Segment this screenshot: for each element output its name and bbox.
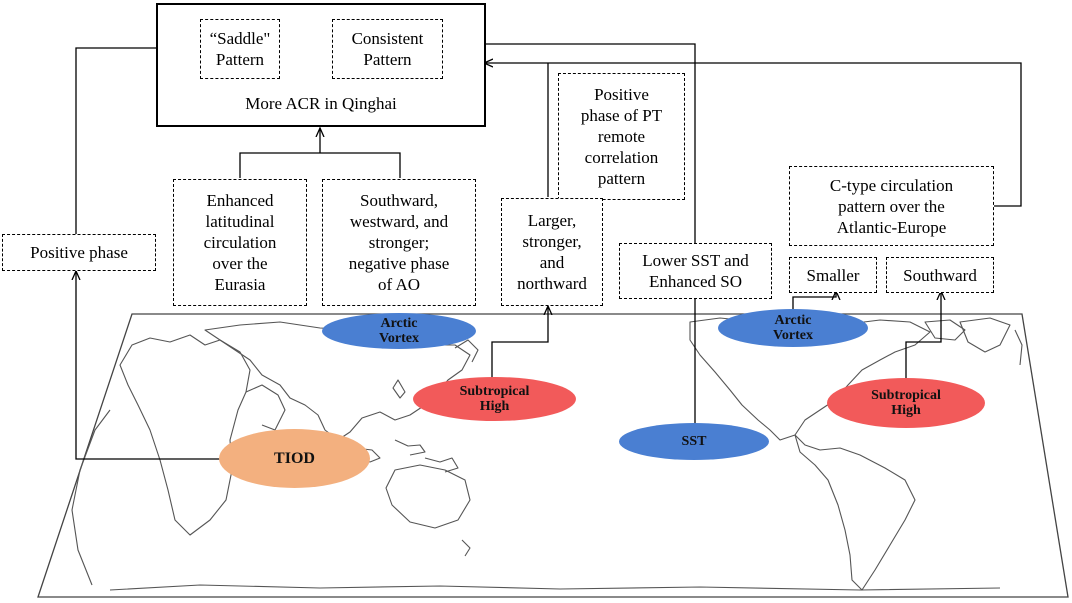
sst-ellipse: SST	[619, 423, 769, 460]
arctic-vortex-left-ellipse: Arctic Vortex	[322, 313, 476, 349]
smaller-box: Smaller	[789, 257, 877, 293]
southward-box: Southward	[886, 257, 994, 293]
enhanced-latitudinal-box: Enhanced latitudinal circulation over th…	[173, 179, 307, 306]
c-type-box: C-type circulation pattern over the Atla…	[789, 166, 994, 246]
saddle-pattern-box: “Saddle" Pattern	[200, 19, 280, 79]
positive-phase-box: Positive phase	[2, 234, 156, 271]
world-map-panel	[37, 313, 1069, 598]
tiod-ellipse: TIOD	[219, 429, 370, 488]
main-title: More ACR in Qinghai	[245, 94, 397, 113]
pt-pattern-box: Positive phase of PT remote correlation …	[558, 73, 685, 200]
subtropical-high-left-ellipse: Subtropical High	[413, 377, 576, 421]
southward-westward-box: Southward, westward, and stronger; negat…	[322, 179, 476, 306]
lower-sst-box: Lower SST and Enhanced SO	[619, 243, 772, 299]
main-result-box: “Saddle" Pattern Consistent Pattern More…	[156, 3, 486, 127]
consistent-pattern-box: Consistent Pattern	[332, 19, 443, 79]
larger-stronger-box: Larger, stronger, and northward	[501, 198, 603, 306]
arctic-vortex-right-ellipse: Arctic Vortex	[718, 309, 868, 347]
subtropical-high-right-ellipse: Subtropical High	[827, 378, 985, 428]
